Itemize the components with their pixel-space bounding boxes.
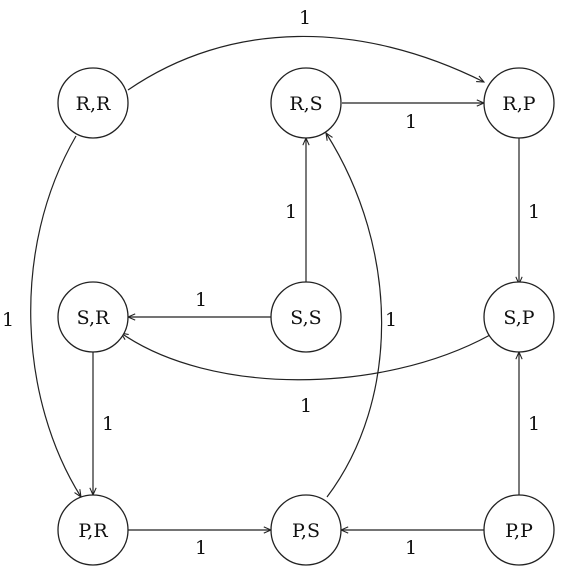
- edge-label-rs-rp: 1: [405, 111, 417, 133]
- edge-sp-sr: [121, 333, 491, 381]
- node-label-rs: R,S: [289, 93, 322, 115]
- node-rr: R,R: [57, 67, 129, 139]
- node-pp: P,P: [483, 494, 555, 566]
- edge-label-pp-ps: 1: [405, 537, 417, 559]
- edge-label-pr-ps: 1: [195, 537, 207, 559]
- node-label-rp: R,P: [502, 93, 535, 115]
- node-label-sp: S,P: [503, 307, 534, 329]
- edge-label-ss-rs: 1: [285, 201, 297, 223]
- node-label-pp: P,P: [505, 520, 533, 542]
- edge-label-ss-sr: 1: [195, 289, 207, 311]
- node-rs: R,S: [270, 67, 342, 139]
- edge-label-rr-pr: 1: [2, 309, 14, 331]
- node-label-pr: P,R: [78, 520, 108, 542]
- edge-label-rr-rp: 1: [299, 7, 311, 29]
- node-label-rr: R,R: [76, 93, 111, 115]
- node-sp: S,P: [483, 281, 555, 353]
- node-label-ss: S,S: [290, 307, 321, 329]
- node-ss: S,S: [270, 281, 342, 353]
- edge-label-sp-sr: 1: [300, 395, 312, 417]
- edge-label-ps-rs: 1: [385, 309, 397, 331]
- node-pr: P,R: [57, 494, 129, 566]
- node-ps: P,S: [270, 494, 342, 566]
- edge-ps-rs: [326, 133, 383, 498]
- edge-label-sr-pr: 1: [102, 413, 114, 435]
- node-rp: R,P: [483, 67, 555, 139]
- node-sr: S,R: [57, 281, 129, 353]
- edge-label-pp-sp: 1: [528, 413, 540, 435]
- edge-label-rp-sp: 1: [528, 201, 540, 223]
- node-label-sr: S,R: [77, 307, 110, 329]
- node-label-ps: P,S: [292, 520, 320, 542]
- edge-rr-rp: [127, 35, 484, 91]
- edge-rr-pr: [30, 135, 81, 497]
